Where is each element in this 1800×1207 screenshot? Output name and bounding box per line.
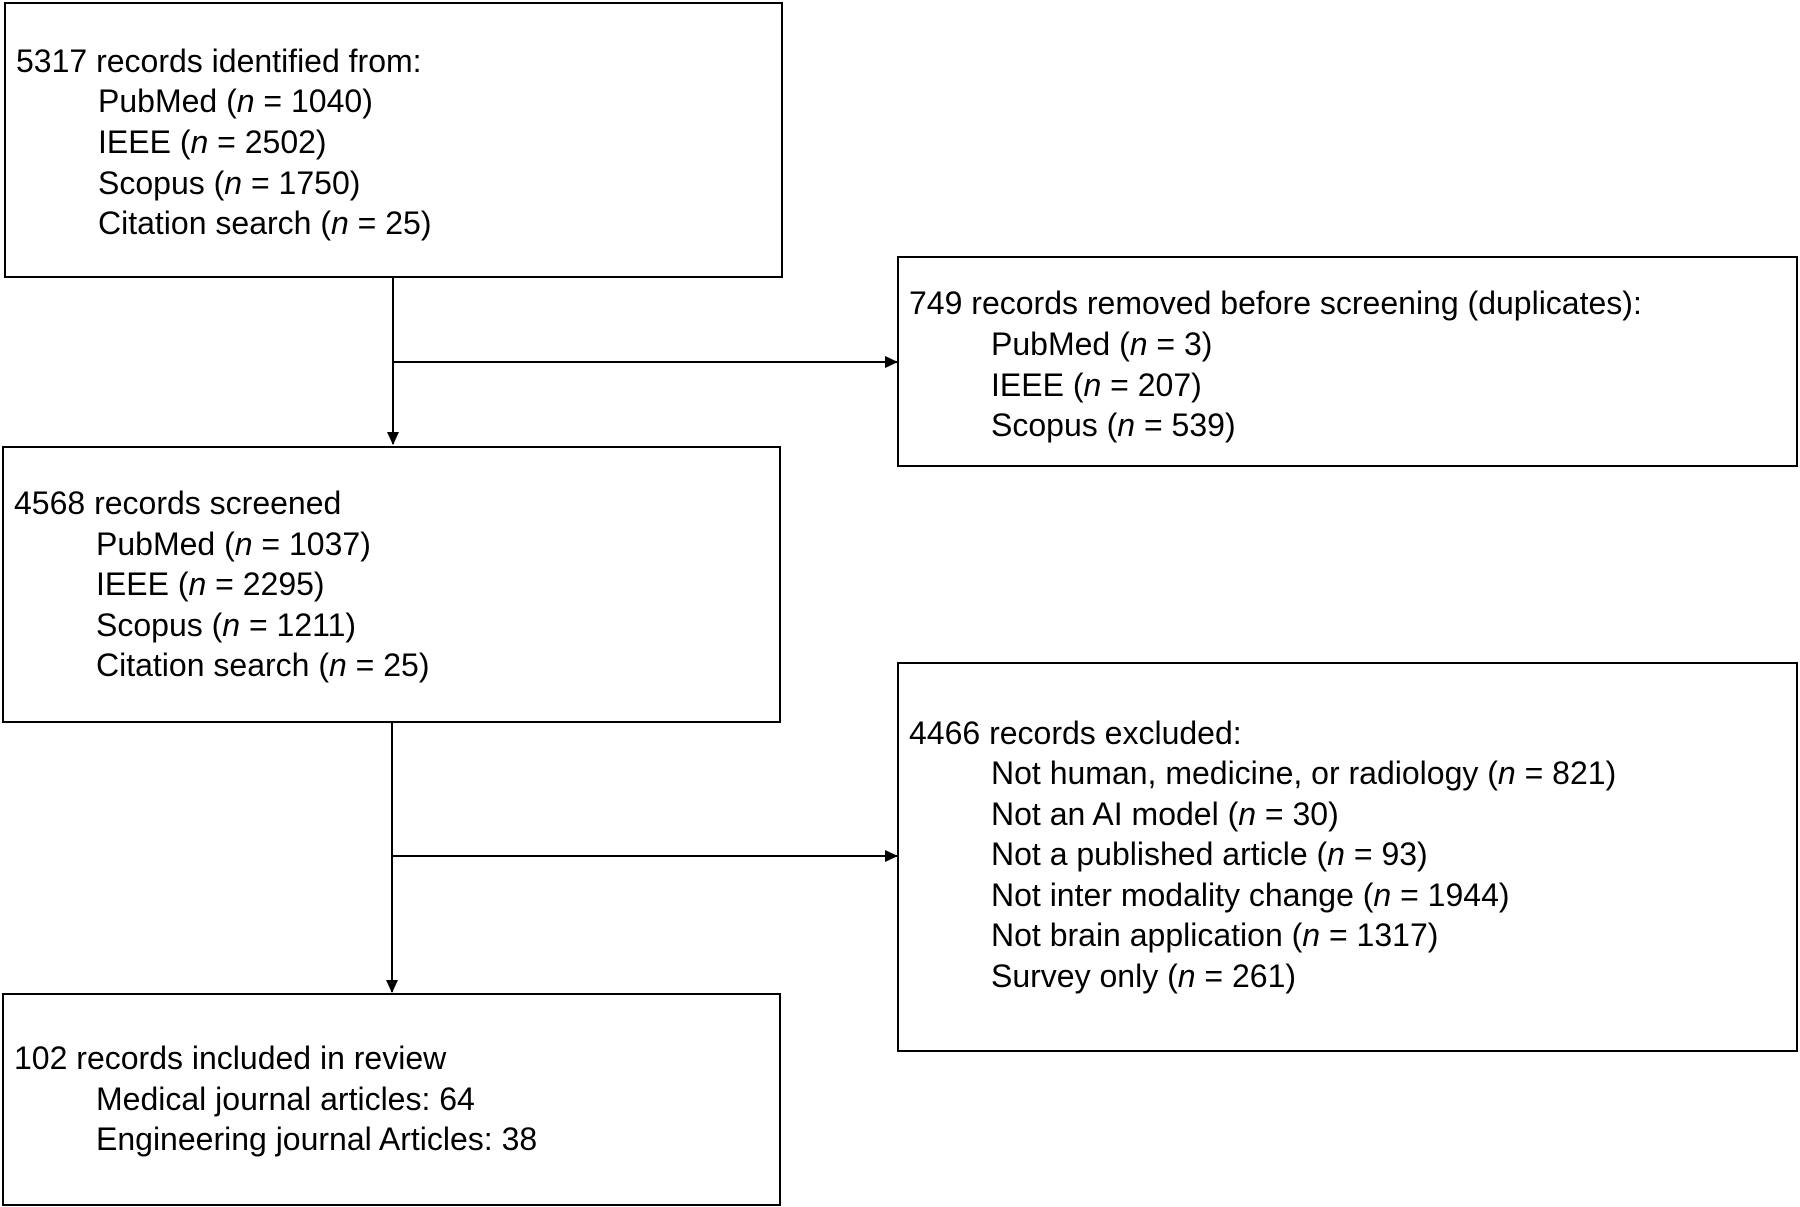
excluded-item-not-ai-model: Not an AI model (n = 30)	[991, 796, 1339, 832]
screened-box: 4568 records screened PubMed (n = 1037) …	[2, 446, 781, 723]
screened-item-citation-search: Citation search (n = 25)	[96, 647, 430, 683]
included-item-medical: Medical journal articles: 64	[96, 1081, 475, 1117]
identified-item-citation-search: Citation search (n = 25)	[98, 205, 432, 241]
removed-item-scopus: Scopus (n = 539)	[991, 407, 1236, 443]
screened-item-ieee: IEEE (n = 2295)	[96, 566, 325, 602]
removed-box: 749 records removed before screening (du…	[897, 256, 1798, 467]
excluded-item-not-brain: Not brain application (n = 1317)	[991, 917, 1439, 953]
excluded-item-not-published: Not a published article (n = 93)	[991, 836, 1428, 872]
included-box: 102 records included in review Medical j…	[2, 993, 781, 1206]
excluded-item-not-human: Not human, medicine, or radiology (n = 8…	[991, 755, 1617, 791]
screened-item-pubmed: PubMed (n = 1037)	[96, 526, 371, 562]
screened-item-scopus: Scopus (n = 1211)	[96, 607, 357, 643]
identified-title: 5317 records identified from:	[16, 43, 422, 79]
removed-title: 749 records removed before screening (du…	[909, 285, 1642, 321]
removed-item-pubmed: PubMed (n = 3)	[991, 326, 1213, 362]
identified-item-ieee: IEEE (n = 2502)	[98, 124, 327, 160]
excluded-item-survey-only: Survey only (n = 261)	[991, 958, 1297, 994]
identified-box: 5317 records identified from: PubMed (n …	[4, 2, 783, 278]
included-item-engineering: Engineering journal Articles: 38	[96, 1121, 538, 1157]
included-title: 102 records included in review	[14, 1040, 447, 1076]
excluded-box: 4466 records excluded: Not human, medici…	[897, 662, 1798, 1052]
screened-title: 4568 records screened	[14, 485, 342, 521]
identified-item-pubmed: PubMed (n = 1040)	[98, 83, 373, 119]
identified-item-scopus: Scopus (n = 1750)	[98, 165, 361, 201]
excluded-item-not-inter-modality: Not inter modality change (n = 1944)	[991, 877, 1510, 913]
excluded-title: 4466 records excluded:	[909, 715, 1242, 751]
removed-item-ieee: IEEE (n = 207)	[991, 367, 1202, 403]
